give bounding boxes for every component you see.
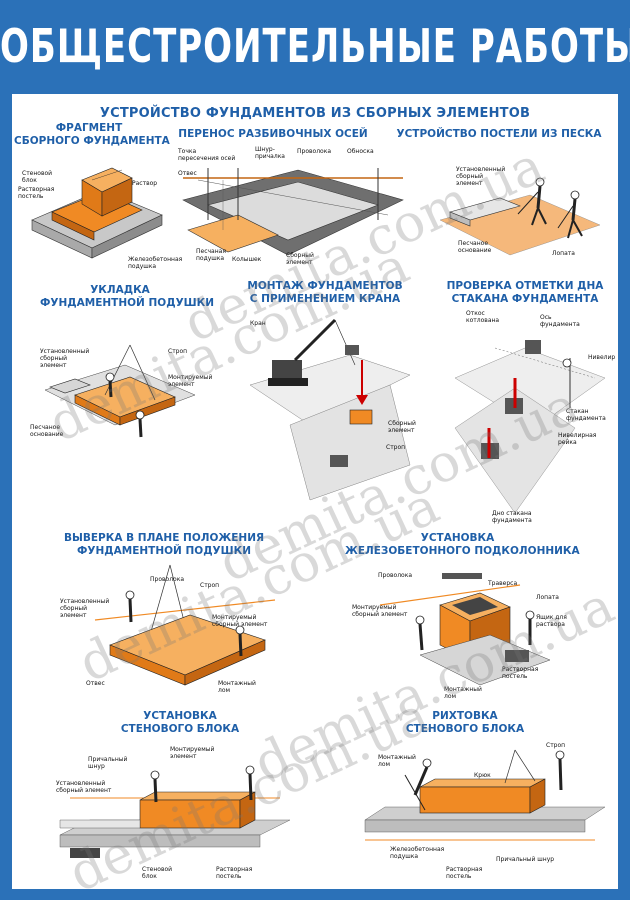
s2-label-batter-board: Обноска — [347, 148, 374, 155]
s7-label-plumb: Отвес — [86, 680, 105, 687]
s5-label-crane: Кран — [250, 320, 266, 327]
illustration-sand-bed — [439, 177, 601, 256]
s3-label-shovel: Лопата — [552, 250, 575, 257]
s5-label-sling: Строп — [386, 444, 406, 451]
illustration-crane-mounting — [249, 318, 411, 501]
s8-label-traverse: Траверса — [488, 580, 518, 587]
s1-label-mortar: Раствор — [132, 180, 158, 187]
illustration-pad-laying — [44, 344, 196, 438]
s10-label-hook: Крюк — [474, 772, 491, 779]
section-2-title: ПЕРЕНОС РАЗБИВОЧНЫХ ОСЕЙ — [178, 128, 368, 140]
s2-label-wire: Проволока — [297, 148, 332, 155]
poster-header: ОБЩЕСТРОИТЕЛЬНЫЕ РАБОТЫ — [0, 0, 630, 92]
s6-label-level: Нивелир — [588, 354, 616, 361]
s10-label-sling: Строп — [546, 742, 566, 749]
illustration-column-base — [379, 573, 551, 686]
poster-title: ОБЩЕСТРОИТЕЛЬНЫЕ РАБОТЫ — [0, 20, 630, 74]
illustration-wall-block — [59, 765, 291, 858]
section-3-title: УСТРОЙСТВО ПОСТЕЛИ ИЗ ПЕСКА — [396, 128, 602, 140]
illustration-level-check — [454, 340, 606, 514]
s10-label-cord: Причальный шнур — [496, 856, 555, 863]
s2-label-peg: Колышек — [232, 256, 262, 263]
s2-label-cord: Шнур-причалка — [255, 146, 285, 160]
s7-label-sling: Строп — [200, 582, 220, 589]
s8-label-wire: Проволока — [378, 572, 413, 579]
poster-subtitle: УСТРОЙСТВО ФУНДАМЕНТОВ ИЗ СБОРНЫХ ЭЛЕМЕН… — [99, 106, 531, 121]
s4-label-sling: Строп — [168, 348, 188, 355]
illustration-axis-transfer — [182, 168, 404, 256]
illustration-block-aligning — [364, 749, 606, 841]
s8-label-shovel: Лопата — [536, 594, 559, 601]
illustration-plan-alignment — [94, 564, 276, 686]
illustration-foundation-fragment — [31, 167, 163, 259]
s2-label-plumb: Отвес — [178, 170, 197, 177]
s7-label-wire: Проволока — [150, 576, 185, 583]
